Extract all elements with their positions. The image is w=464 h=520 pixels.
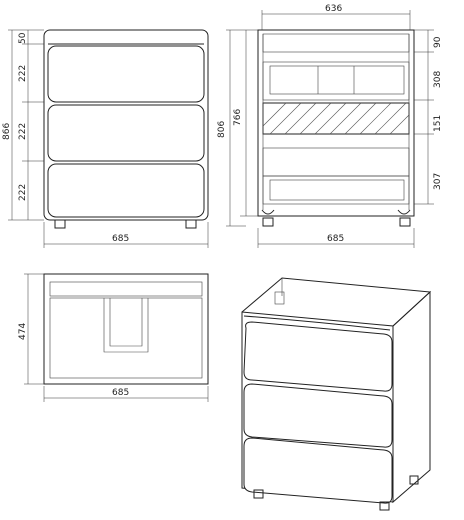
front-drawer-top: [47, 45, 205, 103]
front-drawer-bottom-label: 222: [18, 184, 28, 201]
front-drawer-top-label: 222: [18, 65, 28, 82]
side-lower-box: [262, 147, 410, 177]
persp-front-frame: [241, 311, 394, 503]
side-width-label: 685: [327, 234, 344, 244]
side-view: 636 806 766 90 308 151 307 685: [217, 4, 443, 248]
top-siphon-cutout: [103, 298, 149, 353]
front-cabinet-outline: [43, 29, 209, 221]
front-width-label: 685: [112, 234, 129, 244]
side-top-rail-label: 90: [433, 36, 443, 48]
perspective-view: [241, 277, 432, 511]
front-height-total-label: 866: [2, 123, 12, 140]
persp-leg-left: [253, 489, 264, 499]
top-view: 474 685: [18, 273, 209, 402]
side-feet-caps: [261, 209, 411, 215]
top-cabinet-outline: [43, 273, 209, 385]
persp-leg-right: [379, 501, 390, 511]
persp-side-panel: [392, 290, 431, 504]
side-leg-right: [399, 217, 411, 227]
side-middle-panel: [262, 102, 410, 135]
front-drawer-middle: [47, 104, 205, 162]
front-leg-right: [185, 219, 197, 229]
front-drawer-middle-label: 222: [18, 123, 28, 140]
persp-leg-back: [409, 475, 419, 485]
persp-drawer-top: [243, 321, 393, 392]
persp-drawer-bottom: [243, 437, 393, 504]
side-leg-left: [262, 217, 274, 227]
front-view: 50 222 222 222 866 685: [2, 29, 209, 248]
side-height-inner-label: 766: [233, 109, 243, 126]
side-upper-box: [262, 61, 410, 101]
side-depth-label: 636: [325, 4, 342, 14]
front-drawer-bottom: [47, 163, 205, 218]
side-lower-box-label: 307: [433, 173, 443, 190]
persp-drawer-middle: [243, 383, 393, 448]
side-middle-panel-label: 151: [433, 115, 443, 132]
front-top-gap-label: 50: [18, 32, 28, 44]
top-depth-label: 474: [18, 323, 28, 340]
side-top-rail: [262, 33, 410, 53]
side-cabinet-outline: [257, 29, 415, 217]
top-width-label: 685: [112, 388, 129, 398]
front-leg-left: [54, 219, 66, 229]
side-upper-box-label: 308: [433, 71, 443, 88]
side-height-total-label: 806: [217, 121, 227, 138]
persp-top-edges: [241, 277, 432, 327]
